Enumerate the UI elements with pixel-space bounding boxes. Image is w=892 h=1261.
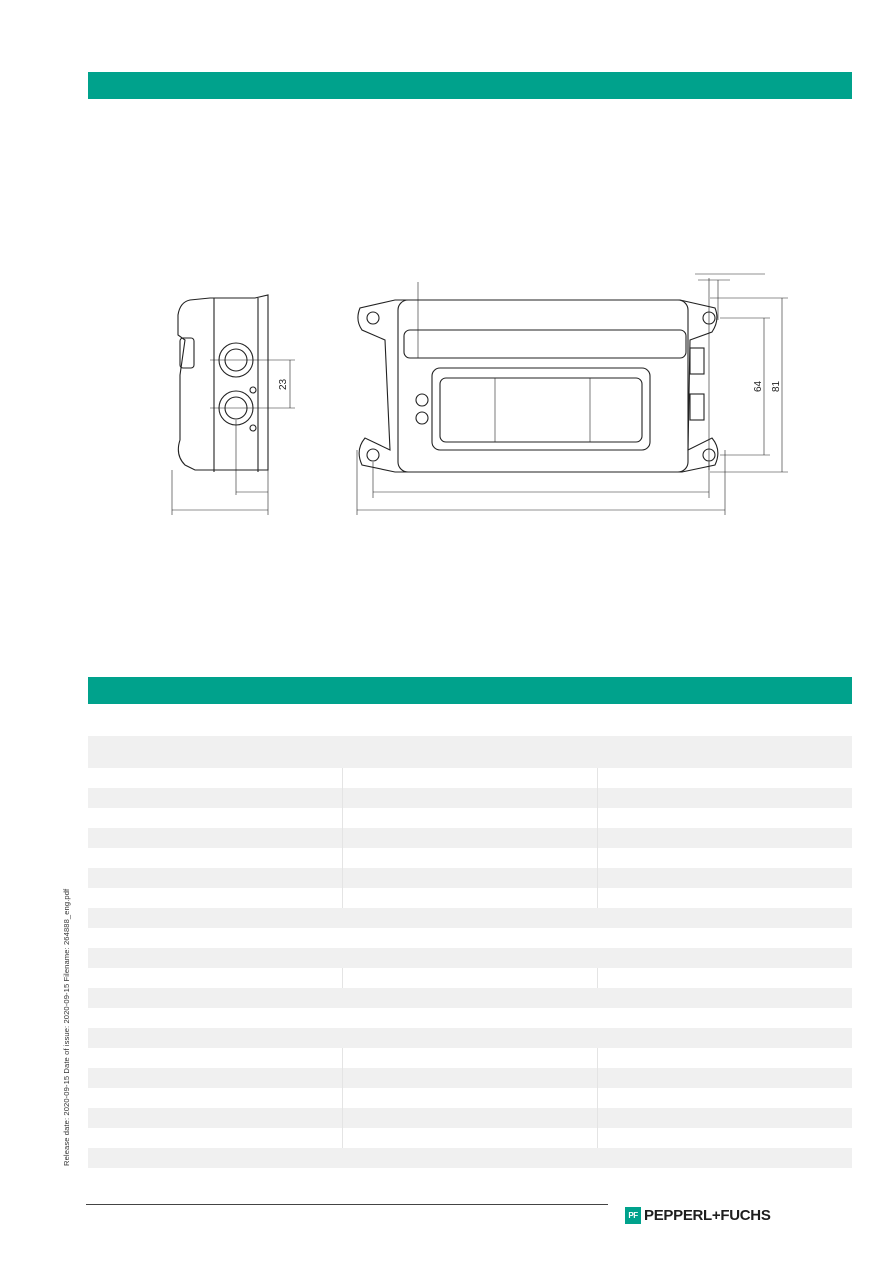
table-row [88, 1068, 852, 1088]
table-row [88, 868, 852, 888]
table-row [88, 1108, 852, 1128]
table-row [88, 788, 852, 808]
brand-mark-icon: PF [625, 1207, 641, 1224]
dim-hole-spacing: 64 [753, 380, 764, 392]
section-header-dimensions [88, 72, 852, 99]
table-row [88, 888, 852, 908]
brand-logo: PF PEPPERL+FUCHS [625, 1207, 771, 1224]
table-row [88, 1088, 852, 1108]
dim-overall-height: 81 [771, 380, 782, 392]
table-row [88, 928, 852, 948]
table-row [88, 1148, 852, 1168]
table-row [88, 716, 852, 736]
table-row [88, 908, 852, 928]
dim-connector-spacing: 23 [278, 378, 289, 390]
footer-rule [86, 1204, 608, 1205]
table-row [88, 828, 852, 848]
spec-table [88, 716, 852, 1168]
section-header-technical-data [88, 677, 852, 704]
table-row [88, 948, 852, 968]
table-row [88, 1008, 852, 1028]
table-row [88, 988, 852, 1008]
table-row [88, 736, 852, 768]
front-view [356, 273, 788, 515]
table-row [88, 968, 852, 988]
table-row [88, 808, 852, 828]
side-view [171, 294, 295, 515]
table-row [88, 1028, 852, 1048]
table-row [88, 1048, 852, 1068]
release-info: Release date: 2020-09-15 Date of issue: … [62, 888, 71, 1166]
table-row [88, 768, 852, 788]
table-row [88, 848, 852, 868]
brand-name: PEPPERL+FUCHS [644, 1207, 771, 1224]
dimension-drawing: 23 64 81 [171, 273, 788, 515]
table-row [88, 1128, 852, 1148]
